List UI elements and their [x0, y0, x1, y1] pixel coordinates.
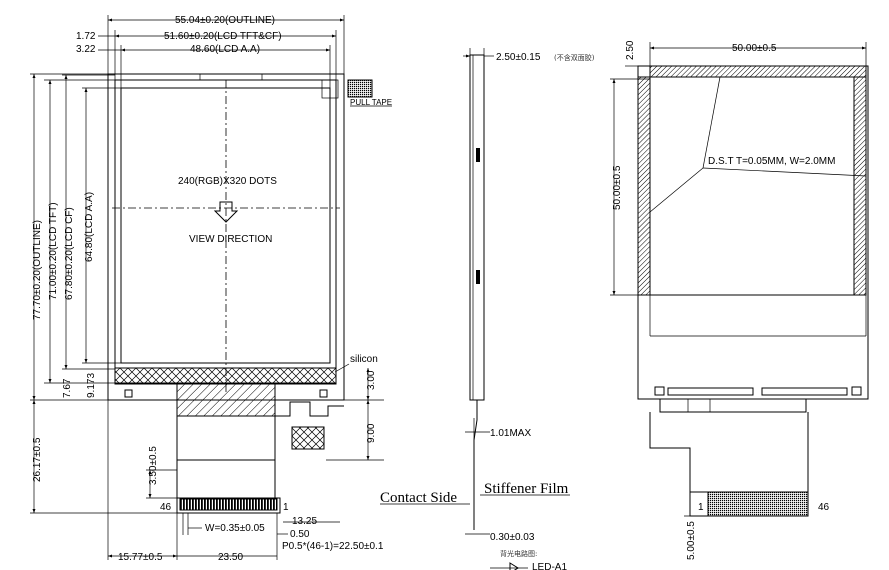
back-fpc-bond [659, 399, 807, 413]
pull-tape [347, 79, 373, 98]
backlight-note: 背光电路图: [500, 549, 537, 558]
dim-aa-width: 48.60(LCD A.A) [190, 44, 260, 55]
dim-2617: 26.17±0.5 [32, 437, 43, 482]
dim-back-bottom: 5.00±0.5 [686, 521, 697, 560]
back-frame [637, 65, 869, 400]
back-mark-left [654, 386, 665, 396]
dim-2350: 23.50 [218, 552, 243, 563]
fpc-bonding-area [176, 383, 276, 417]
dim-outline-width: 55.04±0.20(OUTLINE) [175, 15, 275, 26]
back-pins [707, 491, 809, 517]
contact-side-label: Contact Side [380, 490, 457, 506]
resolution-label: 240(RGB)X320 DOTS [178, 176, 277, 187]
dst-label: D.S.T T=0.05MM, W=2.0MM [708, 156, 835, 167]
fpc-component [291, 426, 325, 450]
back-pin-1-label: 1 [698, 502, 704, 513]
dim-pitch: P0.5*(46-1)=22.50±0.1 [282, 541, 384, 552]
dim-350: 3.50±0.5 [148, 446, 159, 485]
thickness-note: (不含双面胶) [554, 53, 595, 62]
dim-back-height: 50.00±0.5 [612, 165, 623, 210]
view-direction-label: VIEW DIRECTION [189, 234, 272, 245]
dim-9173: 9.173 [86, 373, 97, 398]
dim-1577: 15.77±0.5 [118, 552, 163, 563]
dim-cf-height: 67.80±0.20(LCD CF) [64, 207, 75, 300]
dim-tft-width: 51.60±0.20(LCD TFT&CF) [164, 31, 282, 42]
pull-tape-label: PULL TAPE [350, 98, 392, 107]
pin-46-label: 46 [160, 502, 172, 513]
silicon-strip [114, 367, 337, 385]
mark-right [319, 389, 328, 398]
fpc-tail [176, 460, 276, 499]
dim-off-172: 1.72 [76, 31, 96, 42]
back-mark-right [851, 386, 862, 396]
dim-stiffener-t: 0.30±0.03 [490, 532, 535, 543]
side-clip-top [476, 148, 480, 162]
dim-1325: 13.25 [292, 516, 317, 527]
lcd-tft-glass [114, 79, 337, 384]
dim-off-322: 3.22 [76, 44, 96, 55]
led-label: LED-A1 [532, 562, 567, 570]
side-body [469, 54, 485, 401]
top-tab [199, 73, 263, 81]
led-diode-icon [509, 562, 519, 570]
dim-outline-height: 77.70±0.20(OUTLINE) [32, 220, 43, 320]
dim-300: 3.00 [366, 370, 377, 390]
back-view: 50.00±0.5 2.50 50.00±0.5 D.S.T T=0.05MM,… [610, 40, 869, 560]
fpc-pins [179, 498, 278, 511]
back-stiffener [689, 491, 809, 517]
view-direction-arrow-icon [213, 201, 239, 223]
back-pin-46-label: 46 [818, 502, 830, 513]
dst-top [649, 65, 867, 78]
pull-tape-outline [321, 79, 339, 99]
dim-fpc-max: 1.01MAX [490, 428, 531, 439]
dim-back-top-off: 2.50 [625, 40, 636, 60]
dim-thickness: 2.50±0.15 [496, 52, 541, 63]
back-slot-right [761, 387, 848, 396]
fpc-outline [176, 401, 344, 461]
back-slot-left [667, 387, 754, 396]
stiffener-label: Stiffener Film [484, 481, 569, 497]
dim-tft-height: 71.00±0.20(LCD TFT) [48, 202, 59, 300]
dim-900: 9.00 [366, 423, 377, 443]
dim-back-width: 50.00±0.5 [732, 43, 777, 54]
dim-w-pitch: W=0.35±0.05 [205, 523, 265, 534]
dim-050: 0.50 [290, 529, 310, 540]
front-view: 55.04±0.20(OUTLINE) 51.60±0.20(LCD TFT&C… [30, 15, 392, 563]
active-area [120, 87, 331, 364]
side-clip-bottom [476, 270, 480, 284]
side-view: 2.50±0.15 (不含双面胶) 1.01MAX Contact Side S… [380, 48, 595, 570]
back-fpc-tail [649, 412, 809, 493]
fpc-stiffener [176, 497, 281, 514]
dst-left [637, 76, 651, 296]
pin-1-label: 1 [283, 502, 289, 513]
silicon-label: silicon [350, 354, 378, 365]
dim-767: 7.67 [62, 378, 73, 398]
dst-right [853, 76, 867, 296]
fpc-side [473, 400, 478, 530]
dim-aa-height: 64.80(LCD A.A) [84, 192, 95, 262]
mark-left [124, 389, 133, 398]
